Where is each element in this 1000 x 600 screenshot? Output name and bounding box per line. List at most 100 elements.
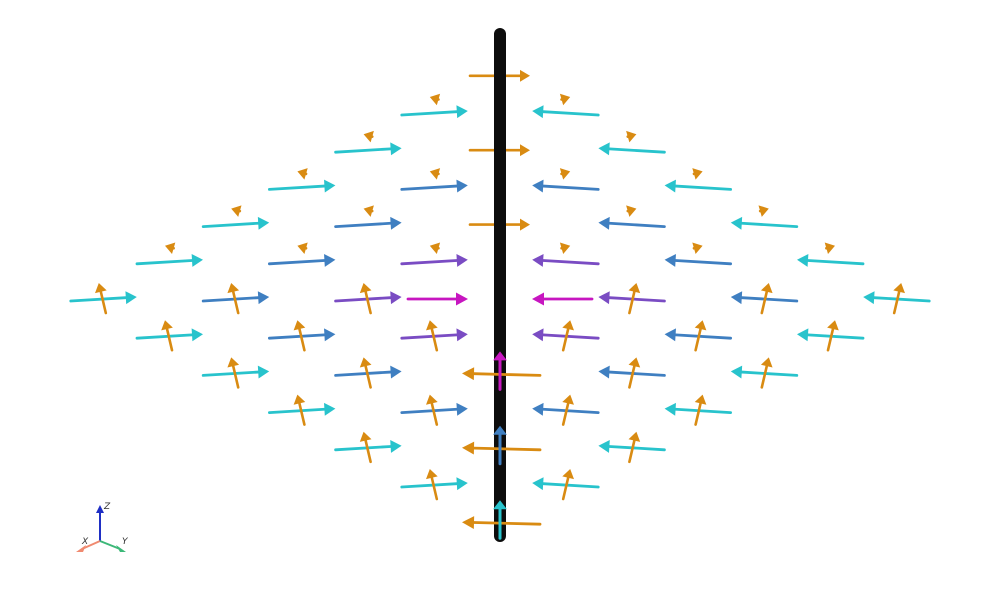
spin-4-3-tangent-arrow-head bbox=[532, 328, 544, 342]
spin-4-3-tilted-arrow-head bbox=[562, 320, 574, 331]
spin-5-6-tilted-arrow-head bbox=[426, 469, 438, 480]
spin-2-4-tilted-arrow-shaft bbox=[364, 290, 372, 315]
spin-6-2-tilted-arrow-shaft bbox=[760, 364, 769, 389]
spin-4-6-tangent-arrow-head bbox=[390, 440, 402, 453]
spin-5-5-vertical-arrow bbox=[493, 425, 507, 466]
spin-3-4-tangent-arrow bbox=[400, 328, 468, 342]
spin-2-0-tangent-arrow bbox=[598, 142, 666, 156]
spin-2-6-tangent-arrow-shaft bbox=[201, 370, 260, 377]
spin-3-1-tangent-arrow-head bbox=[598, 216, 610, 230]
spin-1-6-tangent-arrow bbox=[135, 328, 203, 342]
spin-6-2-tangent-arrow-head bbox=[730, 365, 743, 379]
spin-1-3-tilted-arrow-head bbox=[363, 205, 374, 217]
spin-2-4-tilted-arrow bbox=[359, 283, 372, 315]
spin-2-0-tilted-arrow bbox=[626, 130, 637, 143]
spin-0-3-tangent-arrow-shaft bbox=[267, 184, 326, 191]
spin-3-4-tilted-arrow bbox=[426, 320, 439, 352]
spin-2-4-tilted-arrow-head bbox=[359, 283, 372, 294]
spin-6-4-tilted-arrow-head bbox=[628, 431, 641, 442]
spin-6-5-tangent-arrow bbox=[532, 477, 600, 491]
spin-4-2-tangent-arrow bbox=[598, 291, 666, 305]
spin-0-1-tilted-arrow bbox=[429, 93, 441, 106]
spin-5-1-tilted-arrow bbox=[760, 283, 773, 315]
spin-4-1-tangent-arrow bbox=[664, 254, 732, 267]
spin-1-2-tilted-arrow-head bbox=[429, 168, 441, 180]
spin-2-6-tangent-arrow bbox=[201, 365, 270, 379]
spin-5-4-tangent-arrow-head bbox=[532, 402, 544, 416]
spin-4-6-tilted-arrow-head bbox=[359, 431, 372, 442]
spin-2-1-tangent-arrow-head bbox=[532, 179, 544, 193]
spin-4-0-tilted-arrow bbox=[758, 205, 769, 217]
spin-5-1-tangent-arrow bbox=[730, 291, 799, 305]
y-axis-head bbox=[116, 545, 126, 552]
front-arrows-layer bbox=[69, 93, 931, 540]
spin-4-4-vertical-arrow-head bbox=[493, 351, 507, 361]
spin-2-3-tangent-arrow-shaft bbox=[400, 259, 459, 266]
spin-2-5-tangent-arrow bbox=[267, 328, 336, 342]
spin-6-3-tilted-arrow-head bbox=[694, 394, 707, 405]
spin-3-2-tilted-arrow bbox=[559, 242, 571, 255]
spin-5-6-tilted-arrow-shaft bbox=[430, 476, 439, 501]
spin-2-0-tangent-arrow-shaft bbox=[607, 147, 666, 154]
spin-0-1-tilted-arrow-head bbox=[429, 93, 441, 106]
spin-4-4-vertical-arrow bbox=[493, 351, 507, 391]
spin-4-0-tangent-arrow-shaft bbox=[740, 221, 799, 229]
spin-1-2-tangent-arrow-head bbox=[456, 179, 468, 193]
spin-6-0-tilted-arrow bbox=[892, 283, 905, 315]
spin-3-0-tangent-arrow-head bbox=[664, 179, 676, 193]
spin-3-4-tilted-arrow-shaft bbox=[430, 327, 439, 352]
spin-2-2-inplane-arrow-head bbox=[520, 218, 530, 231]
spin-1-4-tangent-arrow bbox=[267, 254, 336, 267]
spin-2-1-tilted-arrow-head bbox=[559, 168, 571, 180]
spin-0-4-tangent-arrow-shaft bbox=[201, 221, 260, 229]
spin-6-4-tangent-arrow-head bbox=[598, 440, 610, 453]
spin-5-5-inplane-arrow-head bbox=[462, 441, 475, 455]
spin-6-2-tangent-arrow bbox=[730, 365, 799, 379]
spin-1-4-tilted-arrow bbox=[297, 242, 308, 255]
spin-1-4-tilted-arrow-head bbox=[297, 242, 308, 255]
spin-2-6-tilted-arrow-shaft bbox=[231, 364, 240, 389]
spin-4-6-tangent-arrow-shaft bbox=[334, 445, 393, 452]
spin-1-1-inplane-arrow-head bbox=[520, 144, 530, 157]
spin-4-0-tangent-arrow bbox=[730, 216, 799, 230]
x-axis-head bbox=[76, 545, 86, 552]
y-axis-label: Y bbox=[122, 537, 129, 547]
axes-triad: Z X Y bbox=[76, 502, 129, 552]
spin-0-4-tilted-arrow bbox=[231, 205, 242, 217]
spin-2-4-tangent-arrow-head bbox=[390, 291, 402, 305]
spin-5-0-tangent-arrow-shaft bbox=[806, 259, 865, 266]
spin-3-6-tangent-arrow-head bbox=[324, 402, 336, 416]
spin-0-3-tilted-arrow-head bbox=[297, 168, 308, 180]
spin-4-1-tangent-arrow-shaft bbox=[674, 259, 732, 266]
spin-6-5-tilted-arrow bbox=[561, 469, 574, 501]
spin-3-3-right-arrow bbox=[532, 292, 594, 306]
spin-6-5-tangent-arrow-shaft bbox=[541, 482, 600, 489]
spin-5-4-tangent-arrow-shaft bbox=[541, 407, 600, 415]
spin-6-0-tilted-arrow-shaft bbox=[892, 290, 901, 315]
spin-3-6-tilted-arrow bbox=[293, 394, 306, 426]
spin-3-2-tangent-arrow-shaft bbox=[541, 259, 600, 266]
spin-3-1-tilted-arrow-head bbox=[626, 205, 637, 217]
spin-0-6-tangent-arrow bbox=[69, 291, 137, 305]
spin-6-4-tilted-arrow bbox=[628, 431, 641, 464]
spin-5-3-tangent-arrow bbox=[598, 365, 666, 379]
spin-5-2-tilted-arrow-shaft bbox=[694, 327, 702, 352]
spin-6-5-tilted-arrow-shaft bbox=[561, 476, 570, 501]
spin-4-5-tilted-arrow-shaft bbox=[430, 402, 439, 426]
vertical-rod bbox=[494, 28, 506, 542]
spin-6-1-tilted-arrow-shaft bbox=[826, 327, 835, 352]
spin-6-6-vertical-arrow bbox=[493, 500, 507, 540]
spin-4-2-tangent-arrow-shaft bbox=[607, 296, 666, 303]
spin-4-1-tangent-arrow-head bbox=[664, 254, 676, 267]
spin-3-2-tangent-arrow-head bbox=[532, 254, 544, 267]
spin-3-6-tangent-arrow-shaft bbox=[267, 407, 326, 415]
spin-6-4-tangent-arrow-shaft bbox=[607, 445, 666, 452]
spin-5-6-tangent-arrow-shaft bbox=[400, 482, 459, 489]
spin-5-3-tangent-arrow-shaft bbox=[607, 370, 666, 377]
spin-6-3-tilted-arrow bbox=[694, 394, 707, 426]
spin-6-2-tilted-arrow-head bbox=[760, 357, 773, 368]
spin-0-6-tilted-arrow-shaft bbox=[99, 290, 108, 315]
spin-4-1-tilted-arrow bbox=[692, 242, 703, 255]
spin-5-0-tilted-arrow bbox=[824, 242, 835, 255]
